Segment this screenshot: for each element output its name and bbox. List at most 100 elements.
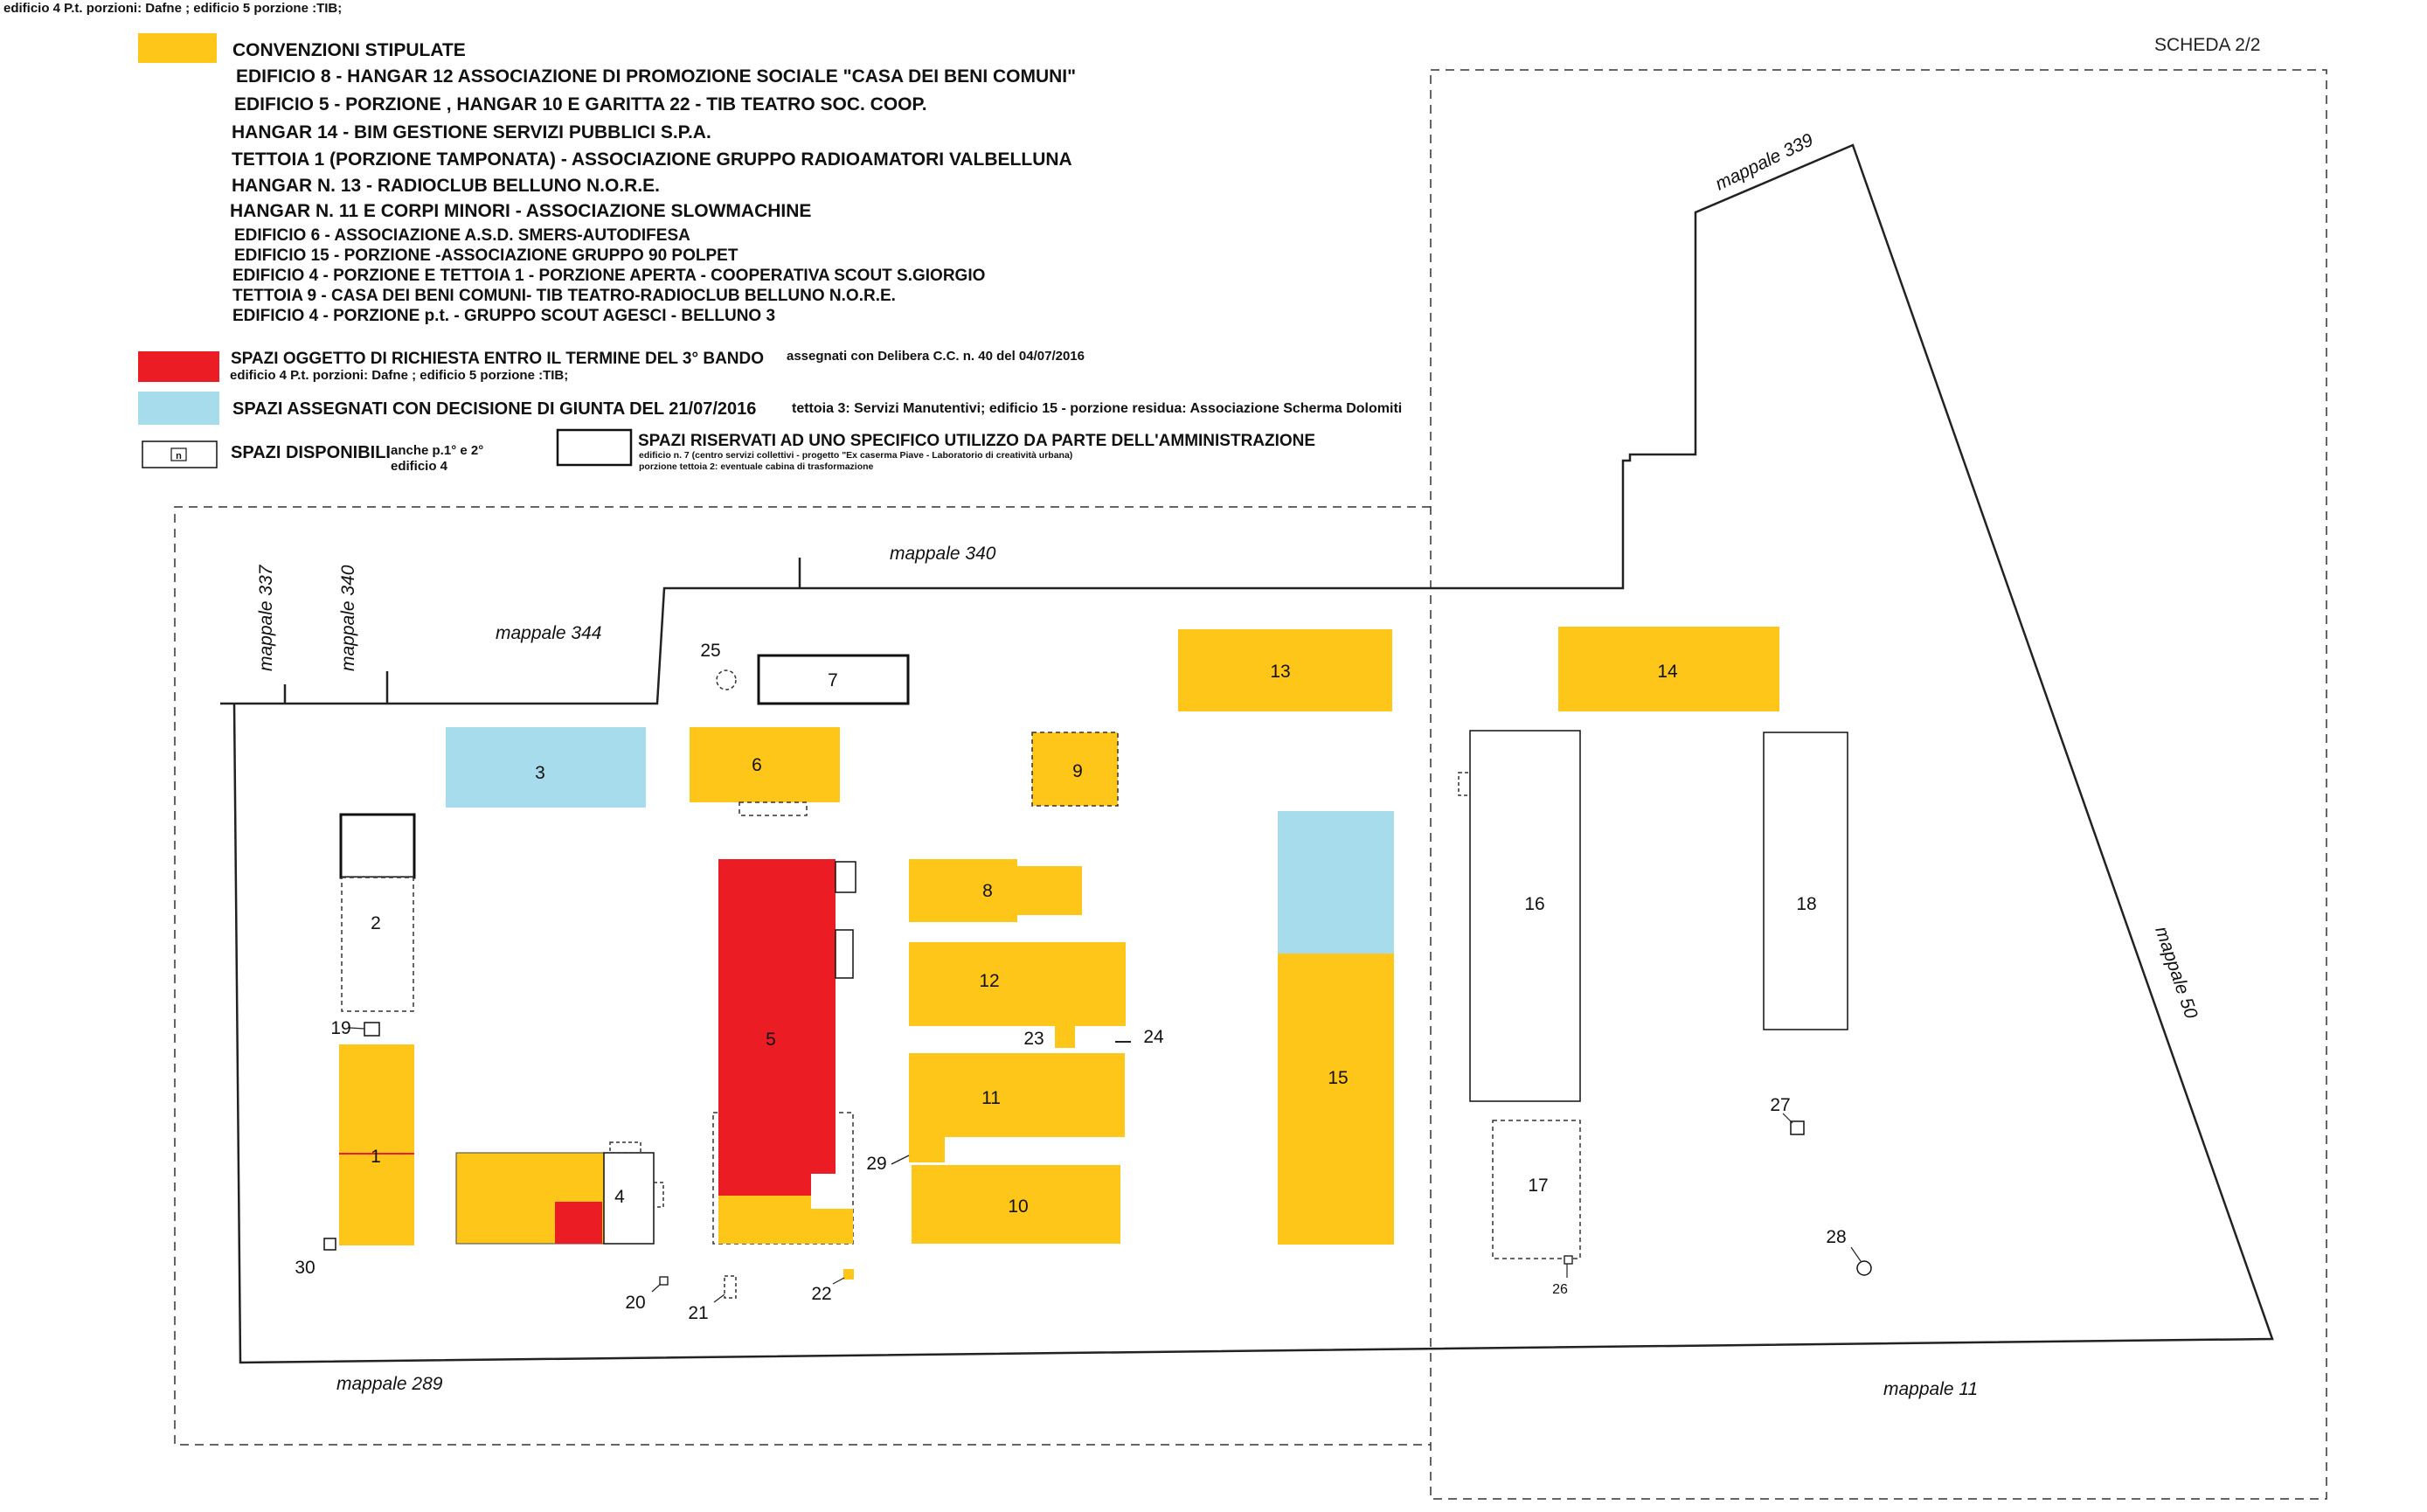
building-21[interactable] (724, 1275, 737, 1299)
legend-line: HANGAR 14 - BIM GESTIONE SERVIZI PUBBLIC… (232, 122, 711, 142)
building-30[interactable] (323, 1238, 336, 1251)
label-building-14: 14 (1657, 662, 1678, 682)
leader-28 (1850, 1246, 1862, 1262)
legend-swatch-reserved (556, 428, 633, 467)
parcel-label-340: mappale 340 (338, 565, 358, 671)
legend-available-title: SPAZI DISPONIBILI (231, 443, 391, 462)
label-building-21: 21 (688, 1303, 708, 1323)
legend-swatch-inner (170, 447, 187, 461)
label-building-26: 26 (1552, 1282, 1568, 1297)
building-8-annex (1017, 866, 1082, 915)
building-7[interactable] (757, 654, 910, 705)
label-building-16: 16 (1524, 894, 1544, 914)
building-12[interactable] (909, 942, 1126, 1026)
building-16-annex (1458, 772, 1471, 796)
legend-requested-sub: edificio 4 P.t. porzioni: Dafne ; edific… (230, 368, 568, 383)
parcel-label-11: mappale 11 (1883, 1379, 1978, 1399)
building-8[interactable] (909, 859, 1017, 922)
parcel-label-337: mappale 337 (256, 564, 276, 671)
building-6-annex (739, 801, 808, 816)
building-14[interactable] (1558, 627, 1779, 711)
legend-reserved-note1: edificio n. 7 (centro servizi collettivi… (639, 450, 1072, 461)
legend-requested-note: assegnati con Delibera C.C. n. 40 del 04… (787, 349, 1085, 364)
building-22[interactable] (843, 1269, 854, 1280)
legend-line: EDIFICIO 4 - PORZIONE p.t. - GRUPPO SCOU… (232, 307, 775, 325)
legend-line: EDIFICIO 8 - HANGAR 12 ASSOCIAZIONE DI P… (236, 66, 1076, 87)
legend-giunta-note: tettoia 3: Servizi Manutentivi; edificio… (792, 401, 1402, 416)
building-20[interactable] (659, 1276, 669, 1286)
legend-line: HANGAR N. 13 - RADIOCLUB BELLUNO N.O.R.E… (232, 176, 660, 196)
building-11[interactable] (909, 1053, 1125, 1137)
building-25[interactable] (716, 669, 737, 690)
building-26[interactable] (1564, 1255, 1573, 1265)
building-15-yellow[interactable] (1278, 954, 1394, 1245)
building-28[interactable] (1856, 1260, 1872, 1276)
building-4-annex-right (653, 1182, 664, 1208)
building-15-blue[interactable] (1278, 811, 1394, 954)
label-building-24: 24 (1143, 1027, 1164, 1047)
legend-line: TETTOIA 9 - CASA DEI BENI COMUNI- TIB TE… (232, 287, 896, 305)
building-11-annex (909, 1136, 945, 1162)
label-building-19: 19 (330, 1018, 350, 1038)
label-building-30: 30 (295, 1258, 315, 1278)
building-17[interactable] (1492, 1120, 1581, 1259)
building-6[interactable] (690, 727, 840, 802)
legend: CONVENZIONI STIPULATE EDIFICIO 8 - HANGA… (138, 33, 1402, 474)
parcel-label-289: mappale 289 (336, 1374, 443, 1394)
legend-line: EDIFICIO 15 - PORZIONE -ASSOCIAZIONE GRU… (234, 246, 739, 265)
building-10[interactable] (912, 1165, 1120, 1244)
parcel-label-339: mappale 339 (1712, 129, 1817, 194)
label-building-8: 8 (982, 881, 993, 901)
building-23[interactable] (1055, 1025, 1075, 1048)
boundary-line (220, 143, 2274, 1364)
label-building-9: 9 (1072, 761, 1083, 781)
building-9[interactable] (1031, 732, 1119, 807)
legend-line: HANGAR N. 11 E CORPI MINORI - ASSOCIAZIO… (230, 201, 811, 221)
leader-27 (1782, 1113, 1793, 1124)
legend-swatch-requested (138, 351, 219, 382)
leader-20 (651, 1283, 662, 1293)
parcel-label-340b: mappale 340 (890, 544, 996, 564)
legend-reserved-title: SPAZI RISERVATI AD UNO SPECIFICO UTILIZZ… (638, 432, 1315, 450)
parcel-label-344: mappale 344 (496, 623, 601, 643)
legend-stipulated-title: CONVENZIONI STIPULATE (232, 40, 466, 60)
legend-swatch-label: n (176, 451, 182, 461)
legend-line: TETTOIA 1 (PORZIONE TAMPONATA) - ASSOCIA… (232, 149, 1072, 170)
label-building-17: 17 (1528, 1176, 1548, 1196)
building-19[interactable] (364, 1022, 380, 1037)
label-building-7: 7 (828, 670, 838, 690)
legend-reserved-note2: porzione tettoia 2: eventuale cabina di … (639, 461, 874, 472)
building-13[interactable] (1178, 629, 1392, 711)
label-building-18: 18 (1796, 894, 1816, 914)
label-building-25: 25 (700, 641, 720, 661)
building-2-reserved[interactable] (339, 813, 416, 879)
label-building-23: 23 (1023, 1029, 1044, 1049)
label-building-15: 15 (1328, 1068, 1348, 1088)
label-building-4: 4 (614, 1187, 625, 1207)
legend-available-note1: anche p.1° e 2° (391, 443, 483, 458)
building-4-red[interactable] (555, 1202, 602, 1244)
building-4-free[interactable] (603, 1152, 655, 1245)
building-3[interactable] (446, 727, 646, 808)
building-2[interactable] (341, 877, 414, 1012)
label-building-1: 1 (371, 1147, 381, 1167)
legend-swatch-stipulated (138, 33, 217, 63)
leader-22 (832, 1277, 845, 1285)
legend-giunta-title: SPAZI ASSEGNATI CON DECISIONE DI GIUNTA … (232, 399, 756, 419)
legend-available-note2: edificio 4 (391, 459, 448, 474)
building-1[interactable] (339, 1044, 414, 1245)
label-building-29: 29 (866, 1154, 886, 1174)
sheet-frames (174, 69, 2327, 1500)
label-building-20: 20 (625, 1293, 645, 1313)
building-27[interactable] (1790, 1120, 1805, 1135)
label-building-22: 22 (811, 1284, 831, 1304)
label-building-5: 5 (766, 1030, 776, 1050)
label-building-3: 3 (535, 763, 545, 783)
building-5-red[interactable] (718, 859, 836, 1196)
parcel-label-50: mappale 50 (2151, 924, 2202, 1022)
label-building-12: 12 (979, 971, 999, 991)
building-16[interactable] (1469, 730, 1581, 1102)
building-18[interactable] (1763, 732, 1848, 1030)
